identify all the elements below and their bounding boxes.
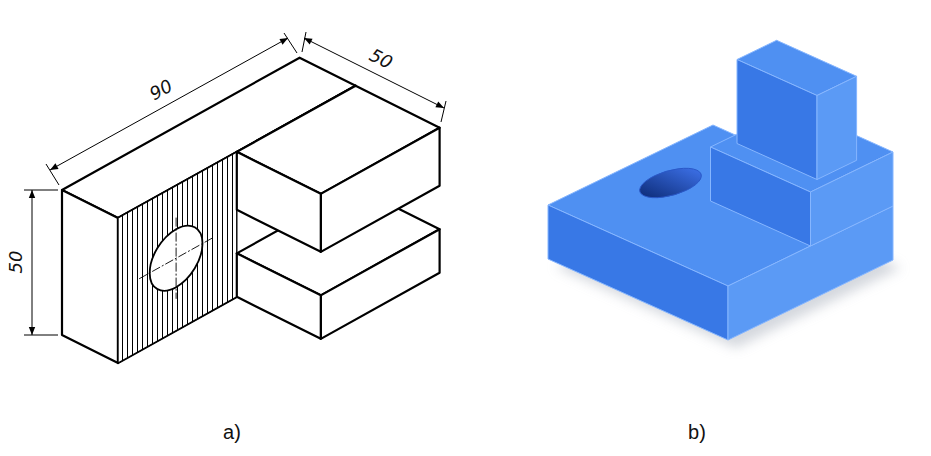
- hole-circle: [628, 163, 713, 203]
- dimension-value: 50: [7, 251, 25, 274]
- dimension-line: [50, 38, 288, 170]
- end-face: [62, 190, 118, 363]
- center-line: [176, 218, 177, 299]
- upper-end-face: [237, 152, 321, 252]
- rendered-part: [548, 40, 901, 348]
- dimension-line: [304, 38, 444, 108]
- extension-line: [302, 32, 306, 52]
- figure-label: a): [223, 422, 241, 442]
- dimensions: [24, 32, 446, 335]
- extension-line: [24, 190, 58, 191]
- dimension-value: 50: [367, 46, 396, 72]
- step-front-face: [321, 229, 440, 339]
- base-front-face: [548, 205, 728, 340]
- hole: [628, 163, 713, 203]
- dimension-value: 90: [147, 77, 176, 104]
- extension-line: [441, 101, 446, 122]
- extension-line: [24, 335, 58, 336]
- figure-label: b): [688, 422, 706, 442]
- rib-side-face: [817, 76, 857, 179]
- step-end-face: [237, 253, 321, 339]
- extension-line: [284, 33, 297, 53]
- dimension-line: [32, 190, 33, 335]
- extension-line: [46, 164, 59, 185]
- line-drawing: [62, 58, 440, 363]
- rib-front-face: [737, 60, 817, 180]
- hatched-face: [118, 152, 237, 363]
- upper-front-face: [321, 128, 440, 252]
